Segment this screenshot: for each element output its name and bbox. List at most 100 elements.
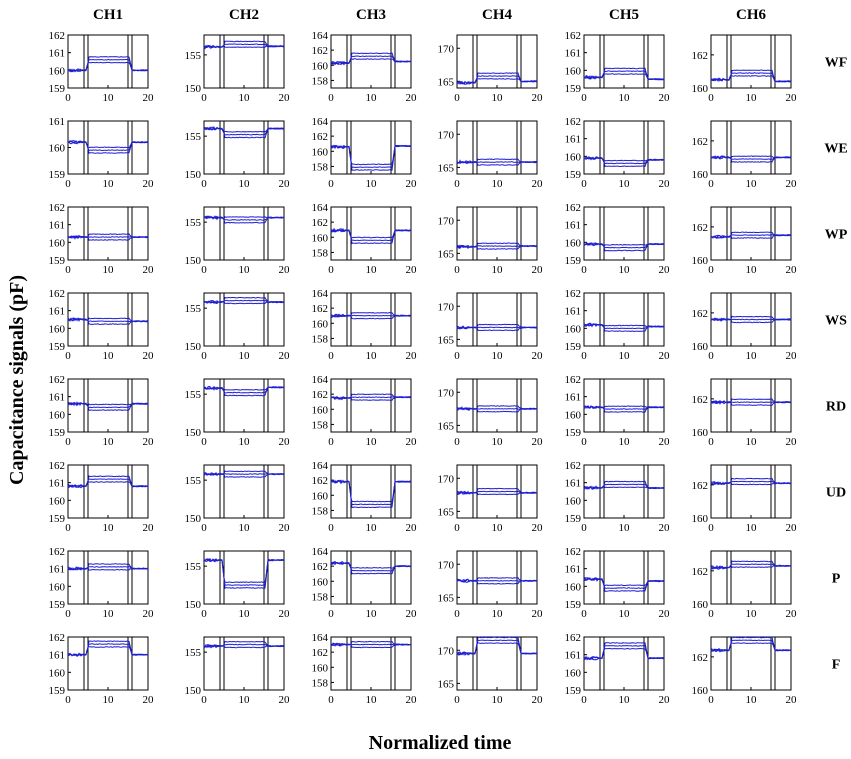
x-tick-label: 0 — [454, 694, 460, 706]
x-tick-label: 20 — [279, 92, 291, 104]
x-tick-label: 20 — [786, 264, 798, 276]
x-tick-label: 0 — [328, 92, 334, 104]
y-tick-label: 160 — [565, 667, 582, 679]
x-tick-label: 20 — [279, 522, 291, 534]
signal-trace — [710, 155, 792, 160]
y-tick-label: 150 — [185, 513, 202, 525]
y-tick-label: 160 — [49, 495, 66, 507]
y-tick-label: 161 — [49, 478, 66, 490]
panel-frame — [456, 206, 538, 261]
panel-frame — [67, 206, 149, 261]
x-tick-label: 0 — [581, 608, 587, 620]
x-tick-label: 20 — [786, 436, 798, 448]
x-tick-label: 10 — [619, 264, 631, 276]
y-tick-label: 162 — [49, 546, 66, 558]
y-tick-label: 160 — [692, 427, 709, 439]
y-tick-label: 159 — [49, 83, 66, 95]
y-tick-label: 150 — [185, 427, 202, 439]
signal-trace — [67, 563, 149, 571]
x-tick-label: 10 — [492, 92, 504, 104]
x-tick-label: 20 — [406, 608, 418, 620]
x-tick-label: 0 — [328, 608, 334, 620]
y-tick-label: 160 — [692, 685, 709, 697]
signal-trace — [330, 642, 412, 647]
y-tick-label: 161 — [565, 478, 582, 490]
panel-frame — [710, 206, 792, 261]
x-tick-label: 10 — [746, 92, 758, 104]
x-tick-label: 20 — [143, 436, 155, 448]
signal-trace — [583, 405, 664, 409]
x-tick-label: 20 — [406, 436, 418, 448]
column-header: CH6 — [736, 7, 767, 23]
x-tick-label: 20 — [786, 608, 798, 620]
x-tick-label: 0 — [201, 350, 207, 362]
y-tick-label: 160 — [692, 83, 709, 95]
signal-trace — [710, 69, 792, 82]
column-header: CH1 — [93, 7, 123, 23]
y-tick-label: 170 — [438, 43, 455, 55]
x-tick-label: 10 — [619, 92, 631, 104]
y-tick-label: 160 — [312, 576, 329, 588]
x-tick-label: 20 — [143, 608, 155, 620]
x-tick-label: 0 — [65, 178, 71, 190]
row-label: P — [832, 572, 841, 587]
signal-trace — [203, 40, 285, 49]
signal-trace — [203, 470, 284, 476]
panel-frame — [330, 550, 412, 605]
x-tick-label: 20 — [406, 264, 418, 276]
y-tick-label: 164 — [312, 632, 329, 644]
signal-trace — [710, 400, 792, 406]
signal-trace — [203, 558, 285, 584]
signal-trace — [456, 72, 538, 85]
x-tick-label: 20 — [659, 92, 671, 104]
y-tick-label: 160 — [312, 146, 329, 158]
y-tick-label: 155 — [185, 303, 202, 315]
signal-trace — [456, 636, 537, 656]
y-tick-label: 150 — [185, 83, 202, 95]
signal-trace — [583, 322, 664, 328]
y-tick-label: 170 — [438, 473, 455, 485]
column-header: CH3 — [356, 7, 386, 23]
x-tick-label: 20 — [143, 522, 155, 534]
y-tick-label: 162 — [692, 566, 709, 578]
x-tick-label: 20 — [279, 264, 291, 276]
y-tick-label: 165 — [438, 162, 455, 174]
panel-frame — [330, 378, 412, 433]
y-tick-label: 158 — [312, 161, 329, 173]
y-tick-label: 164 — [312, 116, 329, 128]
signal-trace — [330, 560, 412, 569]
x-tick-label: 0 — [328, 350, 334, 362]
y-tick-label: 162 — [49, 30, 66, 42]
y-tick-label: 170 — [438, 387, 455, 399]
x-tick-label: 20 — [659, 350, 671, 362]
x-tick-label: 10 — [103, 92, 115, 104]
x-tick-label: 20 — [532, 178, 544, 190]
signal-trace — [710, 636, 792, 652]
panel-frame — [456, 464, 538, 519]
x-tick-label: 0 — [65, 264, 71, 276]
x-tick-label: 10 — [492, 178, 504, 190]
y-tick-label: 158 — [312, 591, 329, 603]
row-label: WS — [825, 314, 847, 329]
y-tick-label: 160 — [49, 667, 66, 679]
signal-trace — [456, 242, 538, 249]
x-tick-label: 0 — [708, 178, 714, 190]
y-tick-label: 162 — [692, 222, 709, 234]
y-tick-label: 162 — [692, 308, 709, 320]
x-tick-label: 10 — [239, 264, 251, 276]
row-label: F — [832, 658, 841, 673]
